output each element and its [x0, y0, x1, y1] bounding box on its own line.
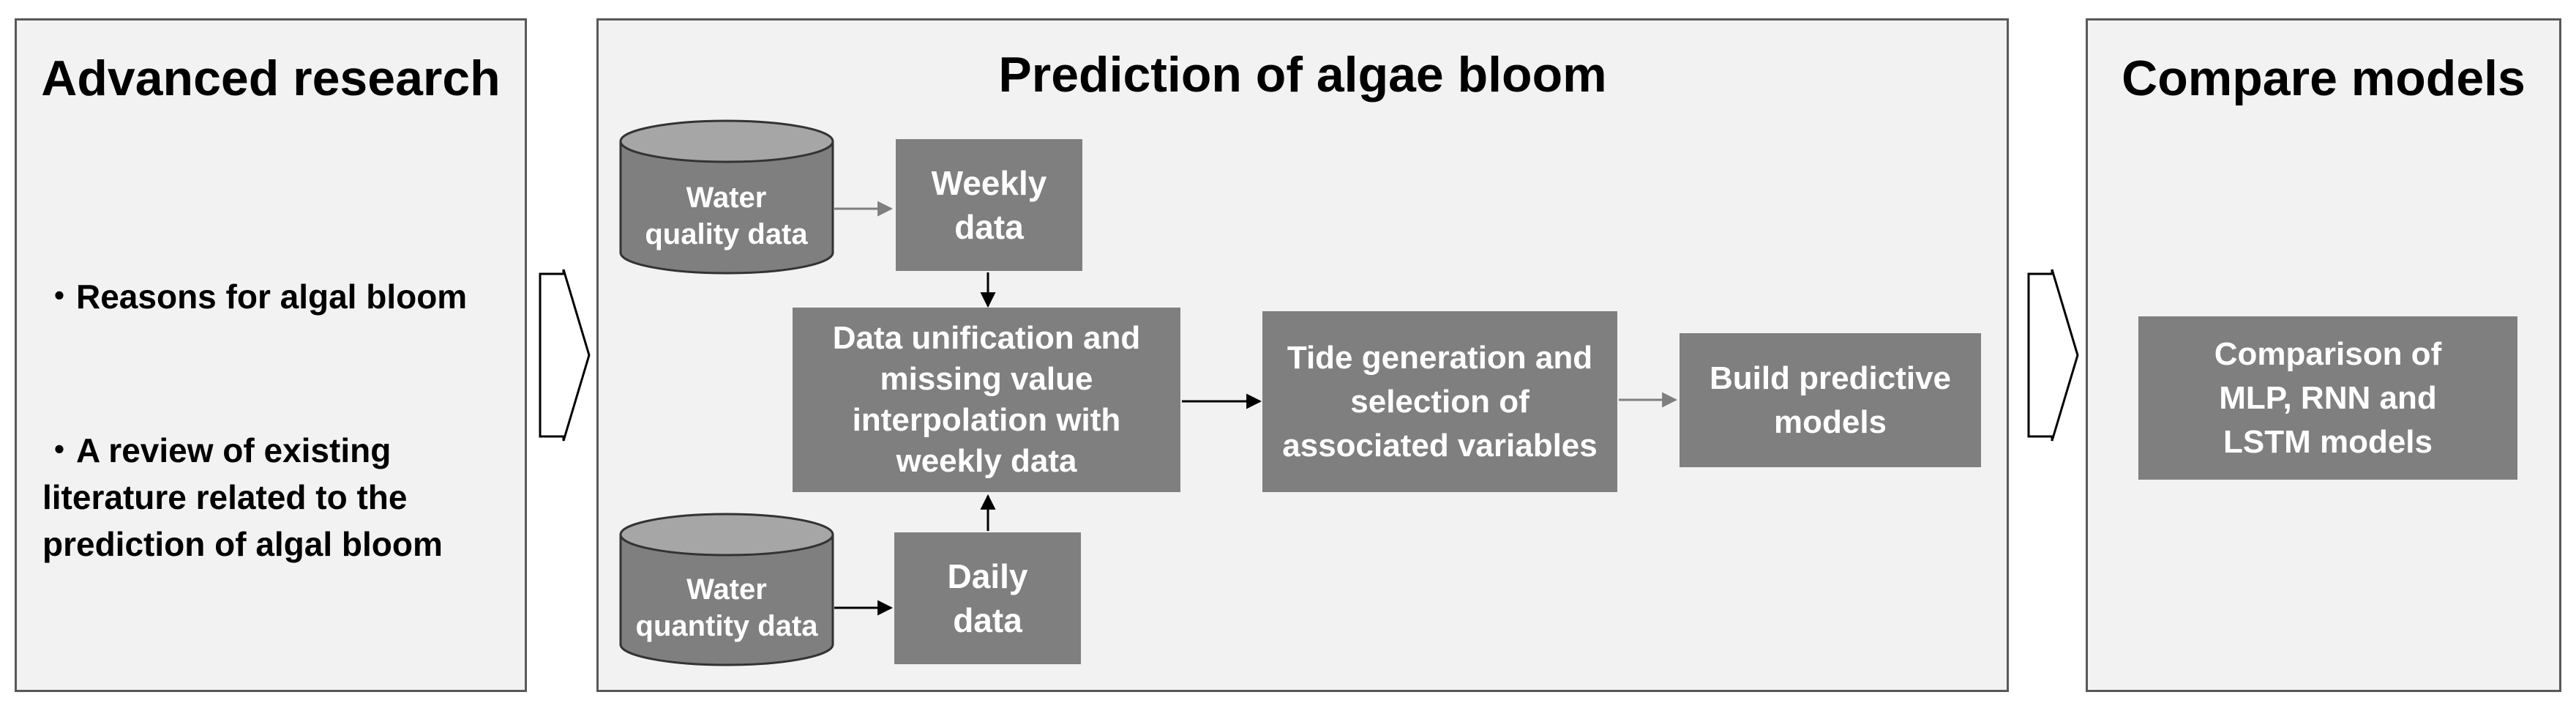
- bullet-literature-review: ・A review of existing literature related…: [42, 431, 443, 563]
- water-quality-label: Water quality data: [645, 182, 808, 250]
- compare-models-title: Compare models: [2122, 51, 2526, 106]
- water-quantity-cylinder: [619, 513, 834, 666]
- daily-data-box: Daily data: [894, 532, 1081, 664]
- block-arrow-left: [539, 269, 591, 442]
- tide-generation-box: Tide generation and selection of associa…: [1262, 311, 1617, 492]
- advanced-research-title: Advanced research: [41, 51, 501, 106]
- prediction-title: Prediction of algae bloom: [998, 47, 1607, 103]
- water-quality-cylinder: [619, 119, 834, 275]
- bullet-reasons: ・Reasons for algal bloom: [42, 278, 468, 316]
- advanced-research-panel: Advanced research ・Reasons for algal blo…: [15, 18, 527, 692]
- water-quantity-label: Water quantity data: [635, 573, 818, 642]
- model-comparison-box: Comparison of MLP, RNN and LSTM models: [2138, 316, 2517, 480]
- data-unification-box: Data unification and missing value inter…: [793, 308, 1180, 492]
- weekly-data-box: Weekly data: [896, 139, 1082, 271]
- build-predictive-models-box: Build predictive models: [1680, 333, 1981, 467]
- block-arrow-right: [2027, 269, 2079, 442]
